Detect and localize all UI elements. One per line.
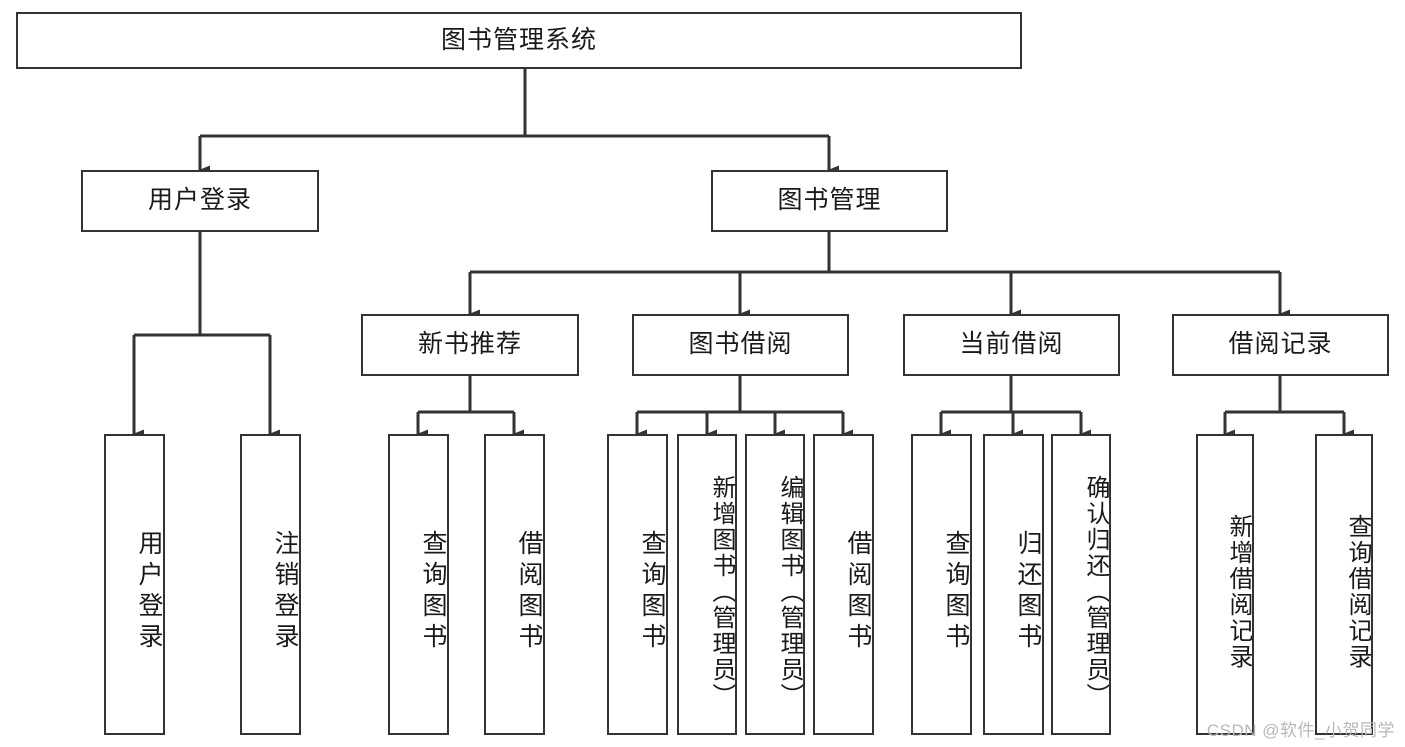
- node-label: 当前借阅: [959, 330, 1064, 359]
- node-label: 图书管理系统: [440, 25, 597, 54]
- node-label: 新增借阅记录: [1225, 513, 1252, 670]
- leaf-add-book-admin[interactable]: 新增图书（管理员）: [677, 434, 737, 735]
- node-label: 新书推荐: [417, 330, 522, 359]
- leaf-return-book[interactable]: 归还图书: [983, 434, 1044, 735]
- node-label: 借阅记录: [1228, 330, 1333, 359]
- node-label: 借阅图书: [515, 529, 543, 654]
- leaf-borrow-book[interactable]: 借阅图书: [813, 434, 874, 735]
- node-label: 编辑图书（管理员）: [776, 474, 803, 709]
- leaf-query-book-recommend[interactable]: 查询图书: [388, 434, 449, 735]
- node-current-borrow[interactable]: 当前借阅: [903, 314, 1120, 376]
- leaf-logout[interactable]: 注销登录: [240, 434, 301, 735]
- node-label: 查询借阅记录: [1344, 513, 1371, 670]
- node-label: 查询图书: [942, 529, 970, 654]
- node-book-management[interactable]: 图书管理: [711, 170, 948, 232]
- node-label: 用户登录: [147, 186, 252, 215]
- node-label: 用户登录: [135, 529, 163, 654]
- node-label: 归还图书: [1014, 529, 1042, 654]
- node-label: 确认归还（管理员）: [1082, 474, 1109, 709]
- watermark: CSDN @软件_小贺同学: [1206, 721, 1395, 740]
- node-label: 图书管理: [777, 186, 882, 215]
- node-label: 图书借阅: [688, 330, 793, 359]
- node-borrow-records[interactable]: 借阅记录: [1172, 314, 1389, 376]
- node-new-book-recommend[interactable]: 新书推荐: [361, 314, 579, 376]
- leaf-borrow-book-recommend[interactable]: 借阅图书: [484, 434, 545, 735]
- node-root[interactable]: 图书管理系统: [16, 12, 1022, 69]
- node-book-borrow[interactable]: 图书借阅: [632, 314, 849, 376]
- node-label: 注销登录: [271, 529, 299, 654]
- leaf-user-login[interactable]: 用户登录: [104, 434, 165, 735]
- node-label: 新增图书（管理员）: [708, 474, 735, 709]
- leaf-query-book-current[interactable]: 查询图书: [911, 434, 972, 735]
- node-user-login[interactable]: 用户登录: [81, 170, 319, 232]
- leaf-edit-book-admin[interactable]: 编辑图书（管理员）: [745, 434, 805, 735]
- node-label: 借阅图书: [844, 529, 872, 654]
- leaf-query-book-borrow[interactable]: 查询图书: [607, 434, 668, 735]
- leaf-add-borrow-record[interactable]: 新增借阅记录: [1196, 434, 1254, 735]
- leaf-confirm-return-admin[interactable]: 确认归还（管理员）: [1051, 434, 1111, 735]
- node-label: 查询图书: [638, 529, 666, 654]
- node-label: 查询图书: [419, 529, 447, 654]
- leaf-query-borrow-record[interactable]: 查询借阅记录: [1315, 434, 1373, 735]
